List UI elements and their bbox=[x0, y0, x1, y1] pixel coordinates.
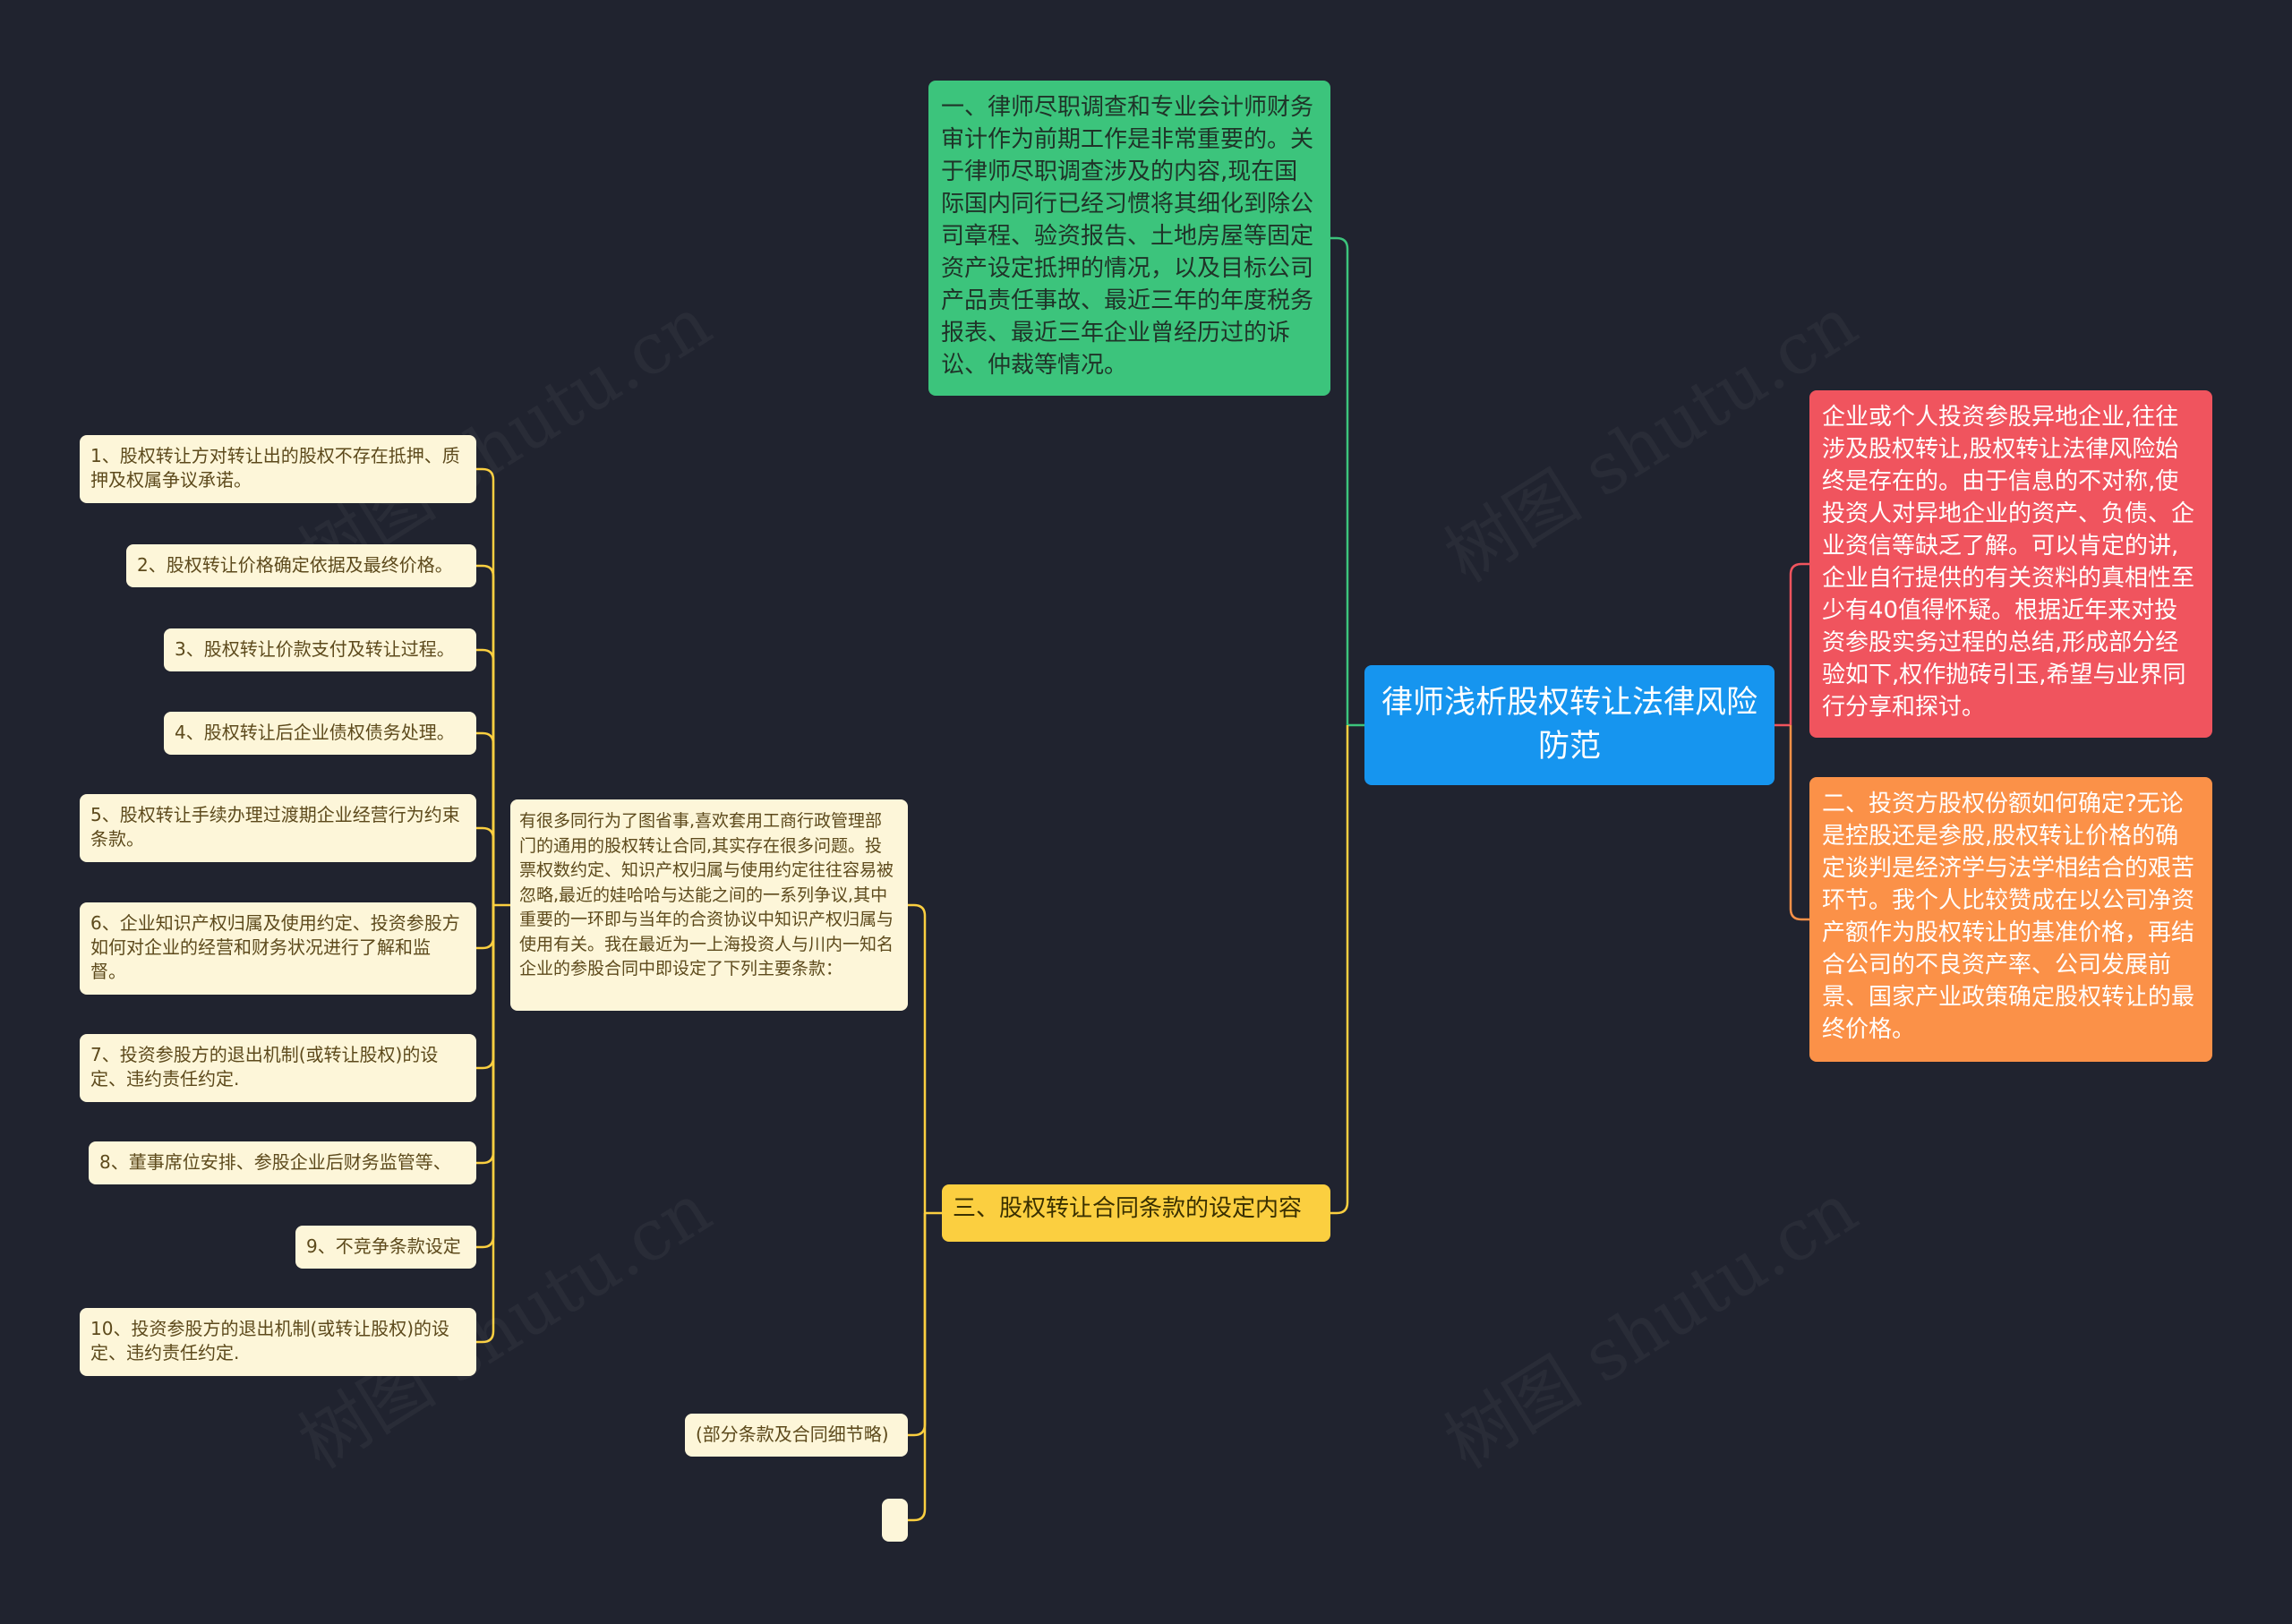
branch-intro[interactable]: 企业或个人投资参股异地企业,往往涉及股权转让,股权转让法律风险始终是存在的。由于… bbox=[1809, 390, 2212, 738]
connector-due-diligence bbox=[1330, 236, 1349, 725]
connector-clause-3 bbox=[476, 648, 495, 905]
connector-clause-1 bbox=[476, 467, 495, 905]
clause-item[interactable]: 1、股权转让方对转让出的股权不存在抵押、质押及权属争议承诺。 bbox=[80, 435, 476, 503]
clause-item[interactable]: 7、投资参股方的退出机制(或转让股权)的设定、违约责任约定. bbox=[80, 1034, 476, 1102]
clause-item-text: 4、股权转让后企业债权债务处理。 bbox=[175, 722, 455, 743]
branch-intro-text: 企业或个人投资参股异地企业,往往涉及股权转让,股权转让法律风险始终是存在的。由于… bbox=[1822, 404, 2195, 721]
clause-item[interactable]: 10、投资参股方的退出机制(或转让股权)的设定、违约责任约定. bbox=[80, 1308, 476, 1376]
contract-blank-node[interactable] bbox=[882, 1499, 908, 1542]
branch-contract-terms[interactable]: 三、股权转让合同条款的设定内容 bbox=[942, 1184, 1330, 1242]
clause-item-text: 1、股权转让方对转让出的股权不存在抵押、质押及权属争议承诺。 bbox=[90, 445, 460, 491]
connector-clause-2 bbox=[476, 564, 495, 905]
contract-note-text: (部分条款及合同细节略) bbox=[696, 1423, 889, 1445]
connector-contract-terms bbox=[1330, 725, 1349, 1215]
clause-item-text: 8、董事席位安排、参股企业后财务监管等、 bbox=[99, 1151, 451, 1173]
contract-note[interactable]: (部分条款及合同细节略) bbox=[685, 1414, 908, 1457]
connector-clause-10 bbox=[476, 905, 495, 1344]
clause-item[interactable]: 4、股权转让后企业债权债务处理。 bbox=[164, 712, 476, 755]
clause-item[interactable]: 3、股权转让价款支付及转让过程。 bbox=[164, 628, 476, 671]
clause-item-text: 7、投资参股方的退出机制(或转让股权)的设定、违约责任约定. bbox=[90, 1044, 439, 1090]
connector-clause-4 bbox=[476, 731, 495, 905]
contract-description-text: 有很多同行为了图省事,喜欢套用工商行政管理部门的通用的股权转让合同,其实存在很多… bbox=[519, 811, 894, 979]
clause-item-text: 3、股权转让价款支付及转让过程。 bbox=[175, 638, 455, 660]
connector-clause-7 bbox=[476, 905, 495, 1070]
clause-item-text: 9、不竞争条款设定 bbox=[306, 1235, 461, 1257]
connector-note bbox=[908, 1213, 927, 1437]
branch-pricing[interactable]: 二、投资方股权份额如何确定?无论是控股还是参股,股权转让价格的确定谈判是经济学与… bbox=[1809, 777, 2212, 1062]
contract-description[interactable]: 有很多同行为了图省事,喜欢套用工商行政管理部门的通用的股权转让合同,其实存在很多… bbox=[510, 799, 908, 1011]
clause-item[interactable]: 9、不竞争条款设定 bbox=[295, 1226, 476, 1269]
branch-pricing-text: 二、投资方股权份额如何确定?无论是控股还是参股,股权转让价格的确定谈判是经济学与… bbox=[1822, 791, 2195, 1043]
clause-item[interactable]: 8、董事席位安排、参股企业后财务监管等、 bbox=[89, 1141, 476, 1184]
connector-pricing bbox=[1789, 725, 1809, 921]
clause-item[interactable]: 6、企业知识产权归属及使用约定、投资参股方如何对企业的经营和财务状况进行了解和监… bbox=[80, 902, 476, 995]
connector-clause-9 bbox=[476, 905, 495, 1249]
clause-item[interactable]: 2、股权转让价格确定依据及最终价格。 bbox=[126, 544, 476, 587]
branch-due-diligence-text: 一、律师尽职调查和专业会计师财务审计作为前期工作是非常重要的。关于律师尽职调查涉… bbox=[941, 94, 1314, 379]
clause-item[interactable]: 5、股权转让手续办理过渡期企业经营行为约束条款。 bbox=[80, 794, 476, 862]
root-topic-label: 律师浅析股权转让法律风险防范 bbox=[1381, 685, 1757, 765]
clause-item-text: 5、股权转让手续办理过渡期企业经营行为约束条款。 bbox=[90, 804, 460, 850]
connector-clause-6 bbox=[476, 905, 495, 950]
clause-item-text: 6、企业知识产权归属及使用约定、投资参股方如何对企业的经营和财务状况进行了解和监… bbox=[90, 912, 460, 982]
branch-contract-terms-text: 三、股权转让合同条款的设定内容 bbox=[953, 1195, 1303, 1222]
connector-clause-5 bbox=[476, 826, 495, 905]
clause-item-text: 10、投资参股方的退出机制(或转让股权)的设定、违约责任约定. bbox=[90, 1318, 450, 1363]
connector-blank bbox=[908, 1213, 927, 1522]
clause-item-text: 2、股权转让价格确定依据及最终价格。 bbox=[137, 554, 453, 576]
branch-due-diligence[interactable]: 一、律师尽职调查和专业会计师财务审计作为前期工作是非常重要的。关于律师尽职调查涉… bbox=[928, 81, 1330, 396]
connector-description bbox=[908, 903, 927, 1213]
root-topic[interactable]: 律师浅析股权转让法律风险防范 bbox=[1364, 665, 1775, 785]
connector-intro bbox=[1789, 562, 1809, 725]
